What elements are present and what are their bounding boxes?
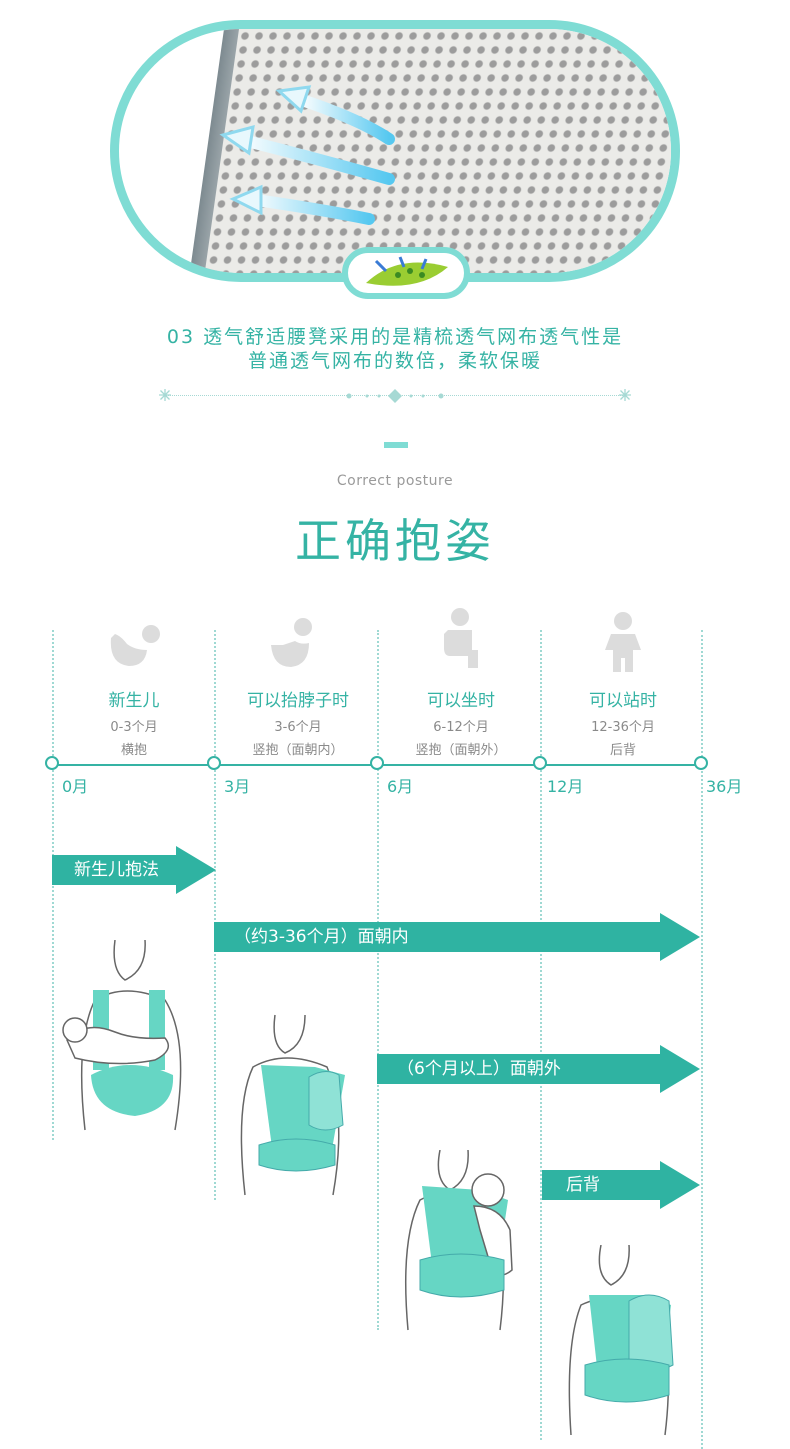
- mesh-fabric-image: [110, 20, 680, 282]
- stage-range: 6-12个月: [433, 720, 489, 735]
- baby-lying-icon: [110, 625, 160, 666]
- decorative-divider: [159, 389, 631, 403]
- guide-line: [377, 630, 379, 1330]
- arrow-back-carry: 后背: [542, 1161, 700, 1209]
- breathable-leaf-badge: [342, 247, 470, 299]
- guide-line: [701, 630, 703, 1449]
- month-label: 3月: [224, 777, 251, 796]
- baby-sitting-icon: [444, 608, 478, 668]
- feature-caption-line2: 普通透气网布的数倍，柔软保暖: [247, 350, 542, 372]
- month-label: 12月: [547, 777, 584, 796]
- guide-line: [214, 630, 216, 1200]
- timeline-node: [370, 756, 384, 770]
- diamond-dots-icon: [346, 389, 444, 403]
- guide-line: [540, 630, 542, 1440]
- month-label: 6月: [387, 777, 414, 796]
- airflow-arrows-icon: [219, 85, 395, 225]
- stage-hold: 竖抱（面朝外）: [415, 743, 507, 758]
- stage-name: 新生儿: [108, 691, 160, 711]
- leaf-icon: [366, 256, 448, 286]
- stage-newborn: 新生儿 0-3个月 横抱: [54, 686, 214, 758]
- arrow-face-out: （6个月以上）面朝外: [377, 1045, 700, 1093]
- stage-standing: 可以站时 12-36个月 后背: [543, 686, 703, 758]
- stage-hold: 横抱: [120, 743, 147, 758]
- stage-range: 0-3个月: [110, 720, 158, 735]
- arrow-newborn-hold: 新生儿抱法: [52, 846, 216, 894]
- stage-range: 12-36个月: [591, 720, 655, 735]
- month-label: 0月: [62, 777, 89, 796]
- child-standing-icon: [605, 612, 641, 672]
- feature-caption-line1: 03 透气舒适腰凳采用的是精梳透气网布透气性是: [166, 326, 624, 348]
- month-label: 36月: [706, 777, 743, 796]
- stage-name: 可以坐时: [427, 691, 495, 711]
- back-carry-illustration: [568, 1245, 674, 1436]
- timeline-node: [45, 756, 59, 770]
- face-in-carry-illustration: [240, 1014, 345, 1196]
- accent-bar: [384, 442, 408, 448]
- snowflake-icon: [159, 389, 171, 401]
- stage-range: 3-6个月: [274, 720, 322, 735]
- timeline-node: [533, 756, 547, 770]
- newborn-carry-illustration: [62, 940, 182, 1131]
- timeline-node: [207, 756, 221, 770]
- arrow-face-in: （约3-36个月）面朝内: [214, 913, 700, 961]
- stage-name: 可以站时: [589, 691, 657, 711]
- stage-head-up: 可以抬脖子时 3-6个月 竖抱（面朝内）: [218, 686, 378, 758]
- face-out-carry-illustration: [405, 1150, 513, 1331]
- stage-name: 可以抬脖子时: [247, 691, 349, 711]
- stage-sitting: 可以坐时 6-12个月 竖抱（面朝外）: [381, 686, 541, 758]
- baby-head-up-icon: [271, 618, 312, 667]
- section-title: 正确抱姿: [295, 514, 495, 568]
- section-subtitle: Correct posture: [336, 473, 454, 489]
- snowflake-icon: [619, 389, 631, 401]
- timeline-node: [694, 756, 708, 770]
- stage-hold: 后背: [609, 743, 636, 758]
- guide-line: [52, 630, 54, 1140]
- stage-hold: 竖抱（面朝内）: [252, 743, 344, 758]
